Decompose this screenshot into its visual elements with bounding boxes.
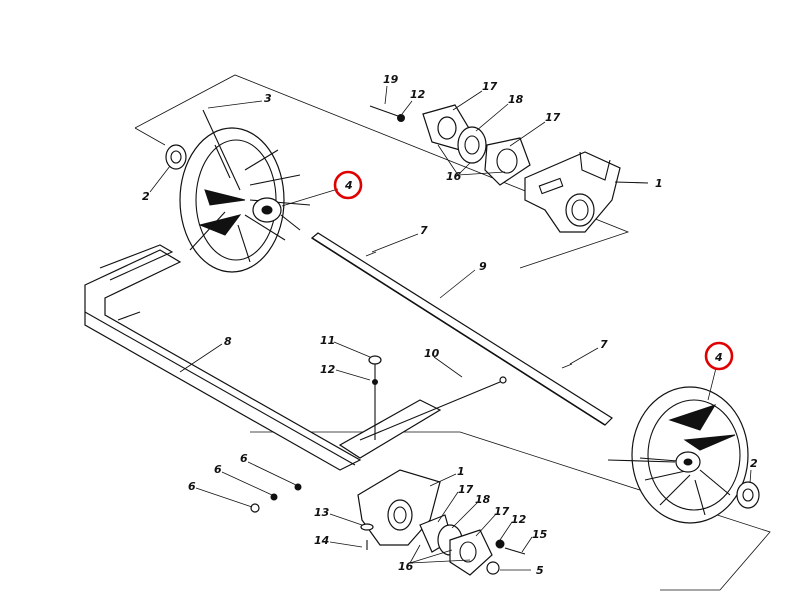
- callout-4-left: 4: [344, 179, 353, 192]
- upper-bearing-assembly: [369, 104, 649, 233]
- main-shaft: [310, 232, 613, 426]
- callout-12-top: 12: [410, 88, 426, 101]
- callout-10: 10: [424, 347, 440, 360]
- highlight-circle-right: [704, 341, 734, 371]
- callout-2-left: 2: [142, 190, 150, 203]
- callout-3: 3: [264, 92, 272, 105]
- callout-12-middle: 12: [320, 363, 336, 376]
- callout-17-bottom-left: 17: [458, 483, 474, 496]
- callout-14: 14: [314, 534, 329, 547]
- callout-8: 8: [224, 335, 232, 348]
- callout-6-upper: 6: [240, 452, 248, 465]
- right-fan-wheel: [607, 386, 760, 524]
- leader-lines: [149, 85, 752, 571]
- callout-19: 19: [383, 73, 399, 86]
- highlight-circle-left: [333, 170, 363, 200]
- callout-6-lower: 6: [188, 480, 196, 493]
- callout-15: 15: [532, 528, 548, 541]
- callout-16-bottom: 16: [398, 560, 414, 573]
- frame-lines: [134, 74, 771, 591]
- left-fan-wheel: [165, 109, 311, 273]
- callout-12-bottom: 12: [511, 513, 527, 526]
- callout-6-middle: 6: [214, 463, 222, 476]
- callout-17-top-left: 17: [482, 80, 498, 93]
- highlight-markers: [333, 170, 734, 371]
- rod-and-hardware: [359, 355, 507, 441]
- frame-rail: [84, 244, 442, 471]
- callout-11: 11: [320, 334, 335, 347]
- callout-5: 5: [536, 564, 544, 577]
- callout-18-top: 18: [508, 93, 524, 106]
- callout-17-bottom-right: 17: [494, 505, 510, 518]
- callout-17-top-right: 17: [545, 111, 561, 124]
- callout-16-top: 16: [446, 170, 462, 183]
- callout-7-lower: 7: [600, 338, 608, 351]
- callout-4-right: 4: [714, 351, 723, 364]
- callout-18-bottom: 18: [475, 493, 491, 506]
- callout-7-upper: 7: [420, 224, 428, 237]
- callout-2-right: 2: [750, 457, 758, 470]
- callout-labels: 19 12 17 18 17 16 1 3 2 4 7 9 8 11 12 10…: [142, 73, 758, 577]
- callout-1-bottom: 1: [457, 465, 465, 478]
- callout-9: 9: [479, 260, 487, 273]
- callout-1-top: 1: [655, 177, 663, 190]
- callout-13: 13: [314, 506, 330, 519]
- lower-bearing-assembly: [250, 469, 526, 576]
